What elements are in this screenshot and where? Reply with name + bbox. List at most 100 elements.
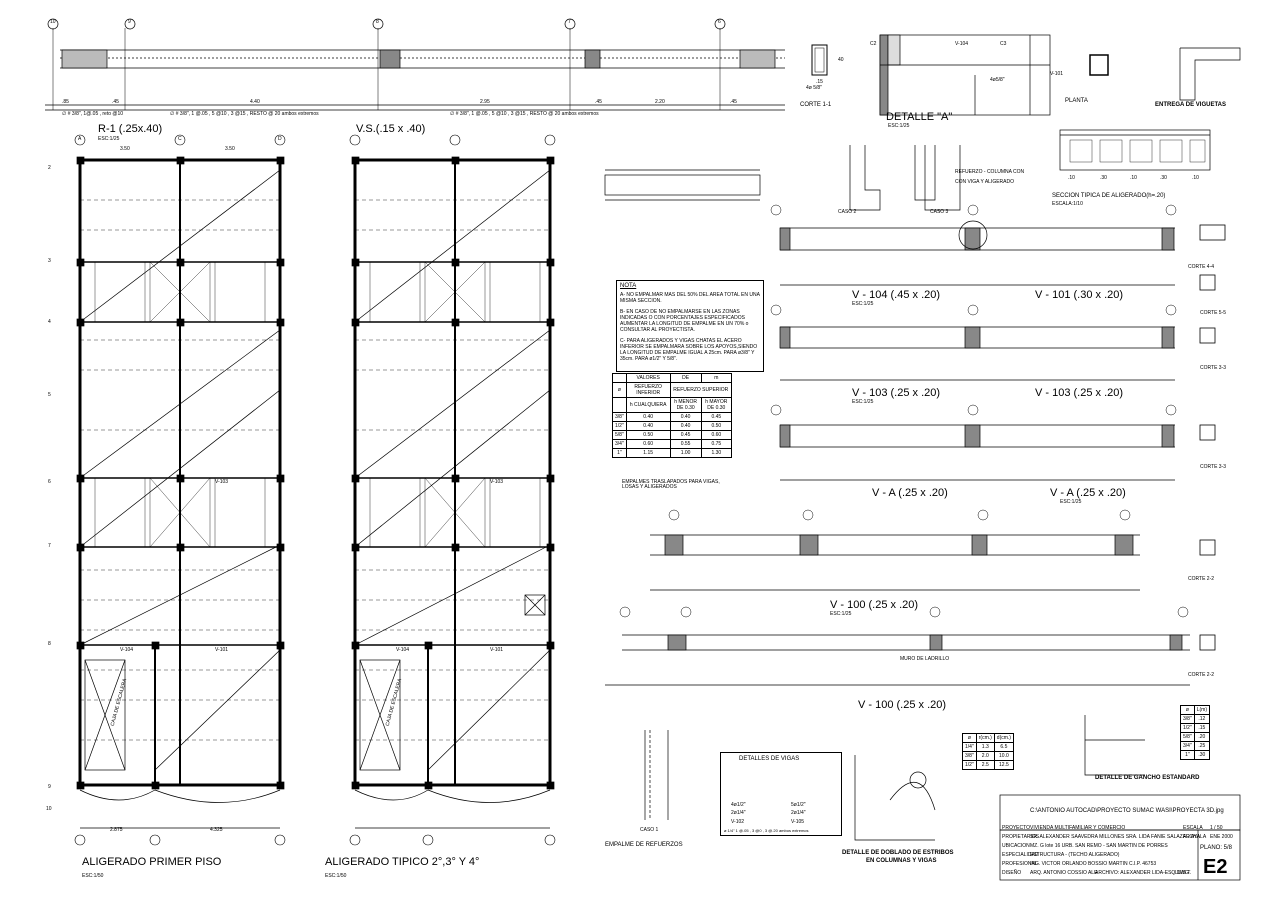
table-cell: 1.30 (700, 448, 733, 458)
muro-label: MURO DE LADRILLO (900, 656, 950, 662)
detalles-vigas-title: DETALLES DE VIGAS (739, 756, 800, 762)
table-cell: 10.0 (993, 751, 1014, 761)
title-row-label: ESPECIALIDAD (1002, 852, 1039, 858)
detalle-a-title: DETALLE "A" (886, 111, 953, 123)
table-row: 1/2".15 (1180, 723, 1211, 733)
title-row-key: ESCALA (1183, 825, 1203, 831)
table-cell: 1/2" (1180, 723, 1195, 733)
beam-label: V-104 (120, 647, 134, 653)
row-label: 7 (48, 543, 51, 549)
detalle-a-label: 4ø5/8" (990, 77, 1005, 83)
table-cell: 0.60 (625, 439, 671, 449)
table-cell: .20 (1193, 732, 1211, 742)
span-dim: 2.95 (480, 99, 490, 105)
detalles-vigas-cell: 5ø1/2" (791, 802, 806, 808)
axis-label: 7 (568, 19, 571, 25)
beam-label: V-103 (490, 479, 504, 485)
title-row-label: PROPIETARIOS (1002, 834, 1040, 840)
detalles-vigas-note: ø 1/4" 1 @.05 , 3 @0 , 3 @.20 ambos extr… (724, 828, 809, 833)
corte-1-1-dim: 40 (838, 57, 844, 63)
table-cell: 0.60 (700, 430, 733, 440)
gancho-title: DETALLE DE GANCHO ESTANDARD (1095, 775, 1200, 781)
beam-va-label: V - A (.25 x .20) (872, 487, 948, 499)
title-row-key: FECHA (1183, 834, 1200, 840)
table-cell: .15 (1193, 723, 1211, 733)
caso-2-label: CASO 2 (838, 209, 857, 215)
sheet-number: E2 (1203, 856, 1228, 878)
table-cell: 1.15 (625, 448, 671, 458)
column-header-a: A (78, 136, 82, 142)
beam-r1-scale: ESC:1/25 (98, 136, 120, 142)
valores-caption: EMPALMES TRASLAPADOS PARA VIGAS, LOSAS Y… (622, 479, 720, 490)
beam-v104-scale: ESC:1/25 (852, 301, 874, 307)
row-label: 5 (48, 392, 51, 398)
left-bottom-dim: 4.325 (210, 827, 223, 833)
title-row-extra: LUIS T. (1175, 870, 1192, 876)
seccion-dim: .10 (1068, 175, 1075, 181)
top-beam-stirrup-3: ∅ # 3/8", 1 @.05 , 5 @10 , 3 @15 , RESTO… (450, 111, 599, 117)
corte-label: CORTE 4-4 (1188, 264, 1215, 270)
beam-v103-scale: ESC:1/25 (852, 399, 874, 405)
plano-label: PLANO: 5/8 (1200, 845, 1233, 851)
left-bottom-dim: 2.875 (110, 827, 123, 833)
table-cell: 0.45 (700, 412, 733, 422)
table-cell: 12.5 (993, 760, 1014, 770)
top-beam-stirrup-1: ∅ # 3/8", 1@.05 , reto @10 (62, 111, 124, 117)
caso-3-label: CASO 3 (930, 209, 949, 215)
valores-subheader2: h MENOR DE 0.30 (669, 397, 702, 413)
beam-v104-label: V - 104 (.45 x .20) (852, 289, 941, 301)
valores-subheader2: h CUALQUIERA (625, 397, 671, 413)
title-row-value: VIVIENDA MULTIFAMILIAR Y COMERCIO (1030, 825, 1126, 831)
detalle-a-scale: ESC:1/25 (888, 123, 910, 129)
corte-1-1-dim: .15 (816, 79, 823, 85)
corte-label: CORTE 2-2 (1188, 576, 1215, 582)
beam-v101-label: V - 101 (.30 x .20) (1035, 289, 1124, 301)
beam-label: V-101 (215, 647, 229, 653)
column-header-d: D (278, 136, 282, 142)
beam-v100-label: V - 100 (.25 x .20) (830, 599, 919, 611)
table-cell: 1.3 (975, 742, 995, 752)
table-cell: 3/4" (1180, 741, 1195, 751)
seccion-tipica-title: SECCION TIPICA DE ALIGERADO(h=.20) (1052, 193, 1166, 199)
nota-item-c: C- PARA ALIGERADOS Y VIGAS CHATAS EL ACE… (620, 337, 758, 363)
doblado-title-1: DETALLE DE DOBLADO DE ESTRIBOS (842, 850, 954, 856)
table-cell: 0.40 (669, 421, 702, 431)
seccion-tipica-scale: ESCALA:1/10 (1052, 201, 1083, 207)
valores-header: DE (669, 373, 702, 383)
table-cell: 1/4" (962, 742, 977, 752)
section-vs-title: V.S.(.15 x .40) (356, 123, 426, 135)
detalles-vigas-box: DETALLES DE VIGAS 4ø1/2" 5ø1/2" 2ø1/4" 2… (720, 752, 842, 836)
row-label: 10 (46, 806, 52, 812)
table-cell: 0.40 (625, 421, 671, 431)
valores-subheader: REFUERZO INFERIOR (625, 382, 671, 398)
table-row: 5/8".20 (1180, 732, 1211, 742)
detalles-vigas-cell: 4ø1/2" (731, 802, 746, 808)
nota-item-b: B- EN CASO DE NO EMPALMARSE EN LAS ZONAS… (620, 308, 749, 334)
seccion-dim: .30 (1160, 175, 1167, 181)
axis-label: 9 (128, 19, 131, 25)
table-cell: 3/4" (612, 439, 627, 449)
corte-1-1-bars: 4ø 5/8" (806, 85, 822, 91)
gancho-header: L(m) (1193, 705, 1211, 715)
beam-v103-label: V - 103 (.25 x .20) (852, 387, 941, 399)
valores-header: m (700, 373, 733, 383)
table-cell: 2.0 (975, 751, 995, 761)
gancho-header: ø (1180, 705, 1195, 715)
left-top-dim: 3.50 (120, 146, 130, 152)
table-cell: 0.50 (700, 421, 733, 431)
table-cell: 5/8" (1180, 732, 1195, 742)
seccion-dim: .10 (1192, 175, 1199, 181)
table-cell: 3/8" (1180, 714, 1195, 724)
title-row-value: ARQ. ANTONIO COSSIO ALE (1030, 870, 1098, 876)
table-row: 3/4".25 (1180, 741, 1211, 751)
detalles-vigas-cell: 2ø1/4" (731, 810, 746, 816)
corte-label: CORTE 5-5 (1200, 310, 1227, 316)
nota-item-a: A- NO EMPALMAR MAS DEL 50% DEL AREA TOTA… (620, 292, 760, 305)
span-dim: .45 (595, 99, 602, 105)
beam-r1-title: R-1 (.25x.40) (98, 123, 163, 135)
